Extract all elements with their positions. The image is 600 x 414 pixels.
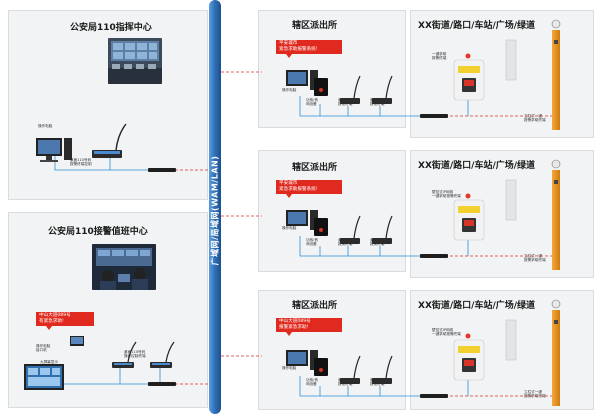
station-amp-label-3: 功放/音 响设备 bbox=[306, 378, 318, 387]
command-pc-label: 操作电脑 bbox=[38, 124, 53, 128]
station-pc-label-1: 操作电脑 bbox=[282, 88, 297, 92]
street-pole-label-3: 立柱式一键 报警求助终端 bbox=[524, 390, 546, 399]
street-title-2: XX街道/路口/车站/广场/绿道 bbox=[418, 161, 536, 171]
station-devices-2 bbox=[286, 210, 448, 258]
command-center-switch-icon bbox=[148, 168, 176, 172]
street-box-label-3: 壁挂式IP网络 一键求助报警终端 bbox=[432, 328, 461, 337]
duty-screen-label: 大屏幕显示 bbox=[40, 360, 58, 364]
station-panel-1 bbox=[258, 10, 406, 128]
network-label: 广域网/局域网(WAM/LAN) bbox=[210, 155, 220, 265]
duty-center-console-icon-1 bbox=[112, 341, 137, 368]
street-box-label-2: 壁挂式IP网络 一键求助报警终端 bbox=[432, 190, 461, 199]
station-callout-2: 平安城市 紧急求助报警系统! bbox=[276, 180, 342, 198]
duty-center-screen-icon bbox=[24, 364, 64, 390]
station-pc-label-2: 操作电脑 bbox=[282, 226, 297, 230]
street-panel-3 bbox=[410, 290, 594, 410]
station-devices-1 bbox=[286, 70, 448, 118]
duty-console-label: 桌面110号码 操作控制终端 bbox=[124, 350, 146, 359]
command-center-console-icon bbox=[92, 123, 127, 158]
duty-center-title: 公安局110接警值班中心 bbox=[48, 227, 148, 237]
duty-center-console-icon-2 bbox=[150, 341, 175, 368]
street-title-3: XX街道/路口/车站/广场/绿道 bbox=[418, 301, 536, 311]
command-console-label: 桌面110号码 报警终端控制 bbox=[70, 158, 92, 167]
duty-center-photo bbox=[92, 244, 156, 290]
station-title-2: 辖区派出所 bbox=[292, 163, 338, 173]
station-title-1: 辖区派出所 bbox=[292, 21, 338, 31]
station-pc-label-3: 操作电脑 bbox=[282, 366, 297, 370]
station-panel-3 bbox=[258, 290, 406, 410]
station-amp-label-1: 功放/音 响设备 bbox=[306, 98, 318, 107]
station-amp-label-2: 功放/音 响设备 bbox=[306, 238, 318, 247]
duty-center-pc-icon bbox=[70, 336, 84, 346]
duty-center-switch-icon bbox=[148, 382, 176, 386]
station-callout-3: 中山大道089号 报警紧急求助! bbox=[276, 318, 342, 336]
street-box-label-1: 一键求助 报警终端 bbox=[432, 52, 447, 61]
street-terminal-1 bbox=[453, 19, 561, 130]
station-title-3: 辖区派出所 bbox=[292, 301, 338, 311]
blue-cables bbox=[54, 96, 469, 397]
street-title-1: XX街道/路口/车站/广场/绿道 bbox=[418, 21, 536, 31]
command-center-title: 公安局110指挥中心 bbox=[70, 23, 152, 33]
duty-pc-label: 操作电脑 接口机 bbox=[36, 344, 51, 353]
command-center-pc-icon bbox=[36, 138, 72, 162]
command-center-photo bbox=[108, 38, 162, 84]
network-backbone bbox=[209, 0, 221, 414]
station-devices-3 bbox=[286, 350, 448, 398]
street-terminal-3 bbox=[453, 299, 561, 406]
station-callout-1: 平安城市 紧急求助报警系统! bbox=[276, 40, 342, 58]
duty-center-callout: 中山大道089号 有紧急求助! bbox=[36, 312, 94, 330]
red-cables bbox=[175, 71, 560, 397]
station-panel-2 bbox=[258, 150, 406, 272]
street-terminal-2 bbox=[453, 159, 561, 270]
